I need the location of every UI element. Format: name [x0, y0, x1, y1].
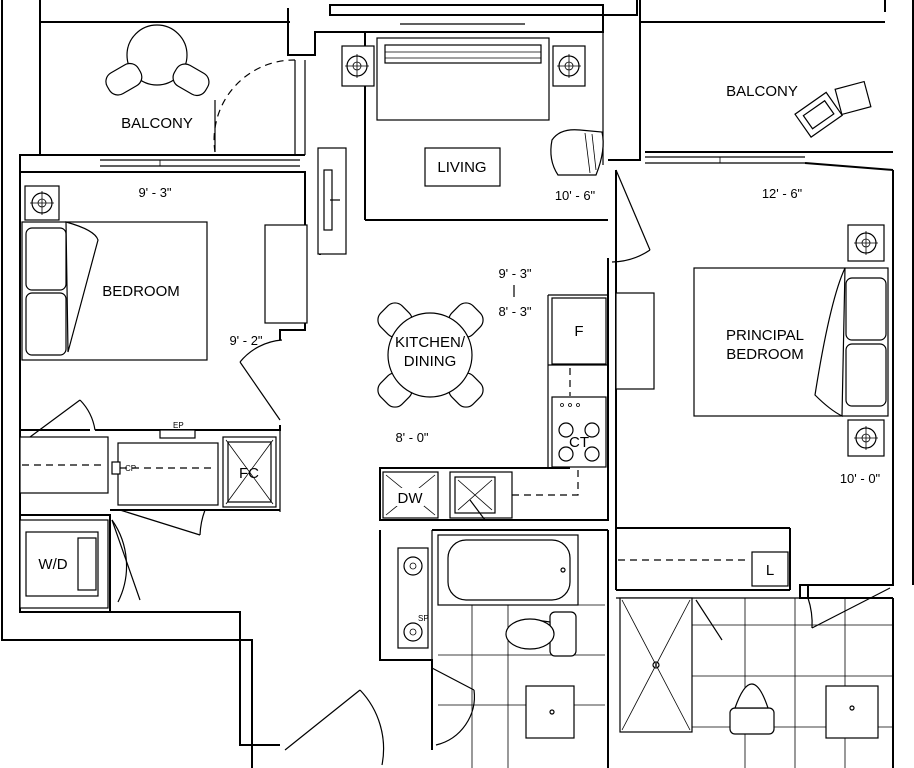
balcony-chair	[794, 80, 872, 138]
principal-lamp-bottom	[847, 419, 885, 457]
dim-balcony-left: 9' - 3"	[138, 185, 171, 200]
fan-coil	[222, 436, 277, 508]
bedroom-lamp	[24, 185, 60, 221]
dim-kitchen-a: 9' - 3"	[498, 266, 531, 281]
dining-table	[377, 302, 484, 408]
bathtub	[437, 534, 579, 606]
dim-balcony-right: 12' - 6"	[762, 186, 803, 201]
bath-tiles	[438, 604, 605, 768]
principal-door	[615, 169, 651, 251]
washer-dryer-label: W/D	[38, 556, 67, 573]
bath-door	[431, 667, 475, 691]
closet-lamps	[397, 547, 429, 649]
linen-label: L	[766, 562, 774, 579]
balcony-table-set	[105, 24, 210, 97]
fridge	[551, 297, 607, 365]
dim-living: 10' - 6"	[555, 188, 596, 203]
bedroom-door	[239, 361, 281, 421]
kitchen-label-line2: DINING	[404, 353, 457, 370]
dishwasher-label: DW	[398, 490, 424, 507]
balcony-door-swing	[213, 59, 296, 153]
principal-label-line1: PRINCIPAL	[726, 327, 804, 344]
electrical-panel	[159, 429, 196, 439]
principal-label-line2: BEDROOM	[726, 346, 804, 363]
living-chair	[550, 129, 604, 176]
principal-dresser	[615, 292, 655, 390]
principal-bed	[693, 267, 889, 417]
principal-lamp-top	[847, 224, 885, 262]
shower-door	[695, 599, 723, 641]
entry-door	[284, 689, 361, 751]
laundry-closet	[19, 519, 109, 609]
kitchen-label-line1: KITCHEN/	[395, 334, 466, 351]
cooktop	[551, 396, 607, 468]
balcony-right-label: BALCONY	[726, 83, 798, 100]
cp-closet	[117, 442, 219, 506]
dim-kitchen-b: 8' - 3"	[498, 304, 531, 319]
vanity-main	[525, 685, 575, 739]
ensuite-shower	[619, 597, 693, 733]
ensuite-tiles	[692, 598, 893, 768]
sp-label: SP	[418, 614, 429, 623]
dim-bedroom: 9' - 2"	[229, 333, 262, 348]
cooktop-label: CT	[569, 434, 589, 451]
bedroom-closet	[19, 399, 109, 494]
dim-principal: 10' - 0"	[840, 471, 881, 486]
living-label-box	[424, 147, 501, 187]
balcony-left-label: BALCONY	[121, 115, 193, 132]
vanity-ensuite	[825, 685, 879, 739]
cp-door	[119, 509, 201, 536]
dim-kitchen-width: 8' - 0"	[395, 430, 428, 445]
tv-unit	[317, 147, 347, 255]
toilet-ensuite	[729, 683, 775, 735]
bedroom-dresser	[264, 224, 308, 324]
lamp-table-left	[341, 45, 375, 87]
cp-label: CP	[125, 464, 136, 473]
linen-closet	[751, 551, 789, 587]
ep-label: EP	[173, 421, 184, 430]
bedroom-bed	[21, 221, 208, 361]
bedroom-label: BEDROOM	[102, 283, 180, 300]
living-label: LIVING	[437, 159, 486, 176]
kitchen-sink	[449, 471, 513, 521]
ensuite-door	[811, 587, 891, 629]
toilet-main	[505, 611, 577, 657]
fridge-label: F	[574, 323, 583, 340]
fan-coil-label: FC	[239, 465, 259, 482]
living-sofa	[376, 37, 550, 121]
lamp-table-right	[552, 45, 586, 87]
